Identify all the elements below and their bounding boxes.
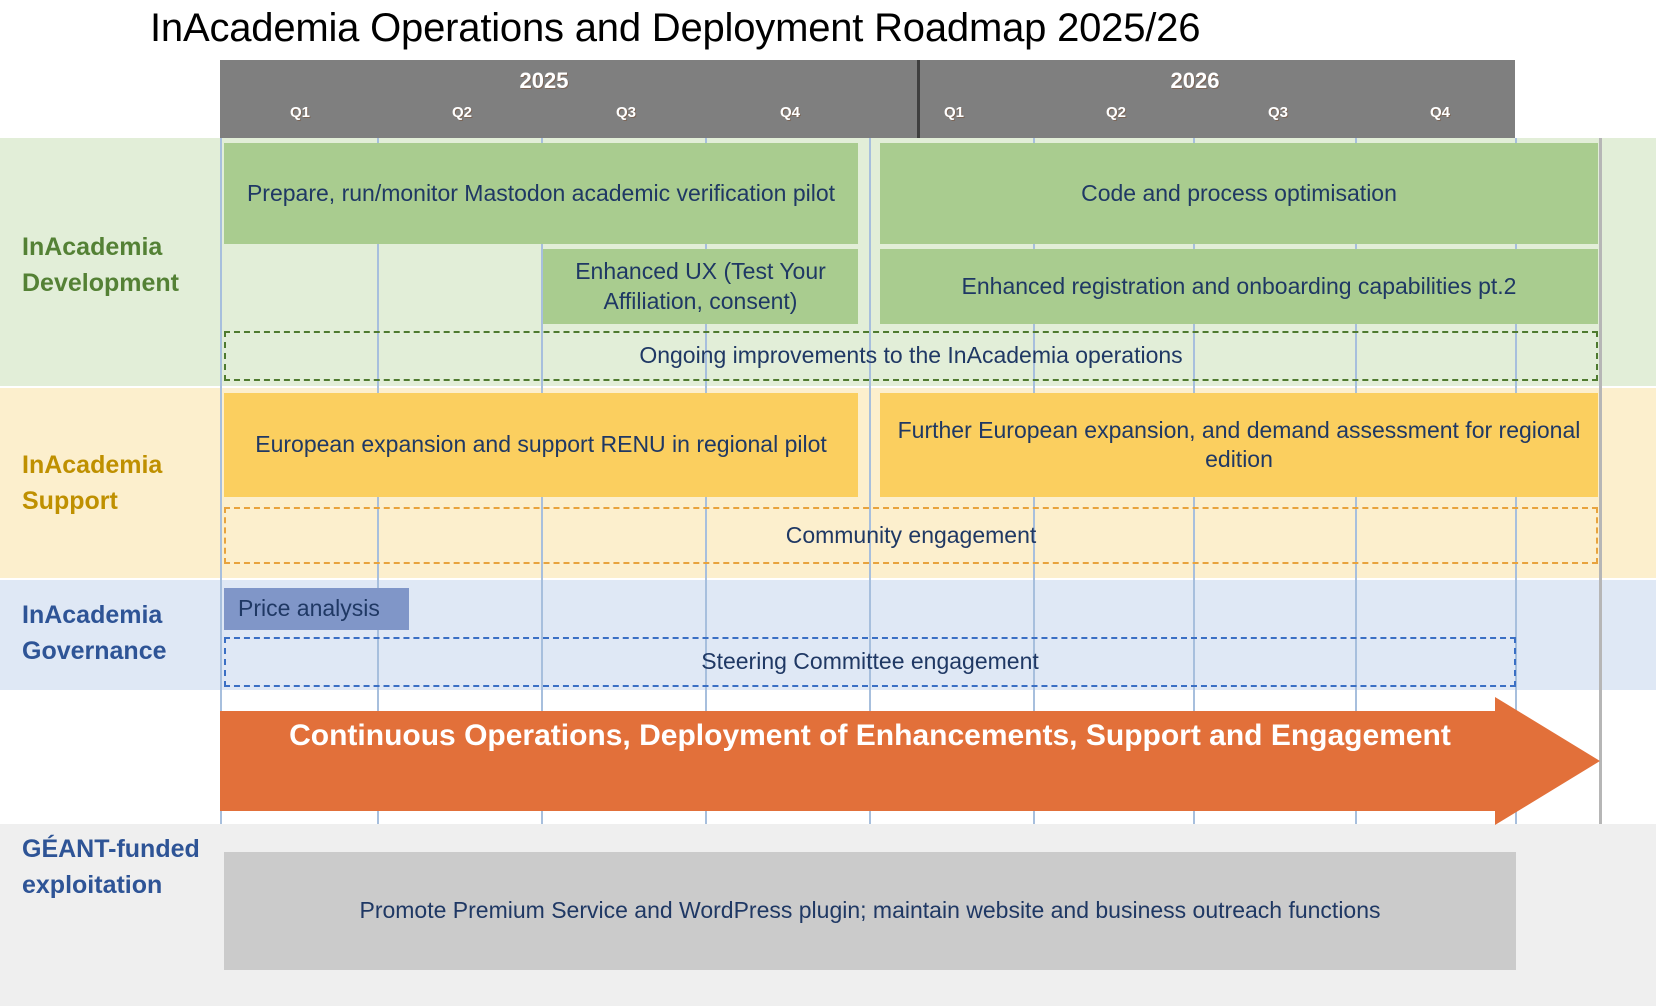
quarter-label-2025-q4: Q4 xyxy=(779,104,800,121)
lane-label-exploitation: GÉANT-funded exploitation xyxy=(22,835,200,899)
lane-label-support: InAcademia Support xyxy=(22,451,163,515)
lane-label-development: InAcademia Development xyxy=(22,233,179,297)
gridline-2026-q1-start xyxy=(869,138,871,824)
task-bar-price-analysis[interactable]: Price analysis xyxy=(224,588,409,630)
task-bar-ongoing-improvements[interactable]: Ongoing improvements to the InAcademia o… xyxy=(224,331,1598,381)
quarter-label-2025-q1: Q1 xyxy=(289,104,310,121)
timeline-header: 2025 2026 Q1 Q2 Q3 Q4 Q1 Q2 Q3 Q4 xyxy=(220,60,1515,138)
quarter-label-2025-q2: Q2 xyxy=(451,104,472,121)
year-label-2026: 2026 xyxy=(1170,68,1220,93)
lane-label-governance: InAcademia Governance xyxy=(22,601,167,665)
gridline-right-edge xyxy=(1599,138,1602,824)
task-bar-code-optimisation[interactable]: Code and process optimisation xyxy=(880,143,1598,244)
task-bar-enhanced-ux[interactable]: Enhanced UX (Test Your Affiliation, cons… xyxy=(543,249,858,324)
quarter-label-2026-q2: Q2 xyxy=(1105,104,1126,121)
task-bar-enhanced-registration[interactable]: Enhanced registration and onboarding cap… xyxy=(880,249,1598,324)
task-bar-steering-committee[interactable]: Steering Committee engagement xyxy=(224,637,1516,687)
task-bar-mastodon-pilot[interactable]: Prepare, run/monitor Mastodon academic v… xyxy=(224,143,858,244)
task-bar-european-expansion[interactable]: European expansion and support RENU in r… xyxy=(224,393,858,497)
task-bar-community-engagement[interactable]: Community engagement xyxy=(224,507,1598,564)
task-bar-promote-premium[interactable]: Promote Premium Service and WordPress pl… xyxy=(224,852,1516,970)
year-divider xyxy=(917,60,920,138)
quarter-label-2025-q3: Q3 xyxy=(615,104,636,121)
continuous-operations-arrow[interactable] xyxy=(220,697,1600,825)
gridline-2025-q1-start xyxy=(220,138,222,824)
quarter-label-2026-q4: Q4 xyxy=(1429,104,1450,121)
quarter-label-2026-q3: Q3 xyxy=(1267,104,1288,121)
page-title: InAcademia Operations and Deployment Roa… xyxy=(150,6,1201,50)
quarter-label-2026-q1: Q1 xyxy=(943,104,964,121)
task-bar-further-expansion[interactable]: Further European expansion, and demand a… xyxy=(880,393,1598,497)
year-label-2025: 2025 xyxy=(519,68,569,93)
